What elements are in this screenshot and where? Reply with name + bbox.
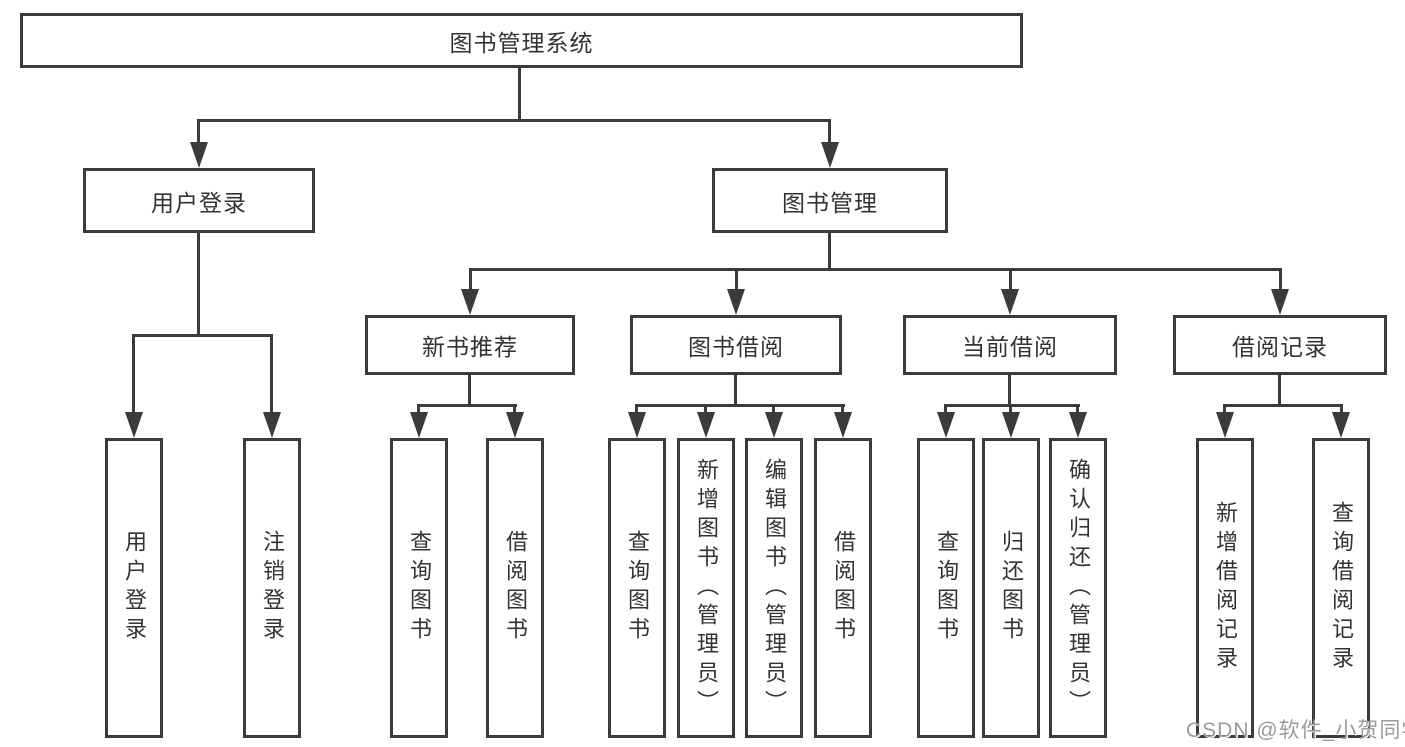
connector-line: [417, 404, 420, 416]
leaf-user-login: 用户登录: [105, 438, 163, 738]
arrow-down-icon: [190, 142, 208, 168]
node-label: 图书管理系统: [449, 29, 594, 56]
leaf-label: 归还图书: [999, 530, 1024, 646]
connector-line: [1076, 404, 1079, 416]
leaf-label: 注销登录: [260, 530, 285, 646]
connector-line: [1223, 404, 1343, 407]
connector-line: [772, 404, 775, 416]
node-book-borrowing: 图书借阅: [630, 315, 842, 375]
node-book-management: 图书管理: [712, 168, 948, 233]
node-new-book-recommendation: 新书推荐: [365, 315, 575, 375]
connector-line: [944, 404, 947, 416]
connector-line: [841, 404, 844, 416]
leaf-confirm-return-admin: 确认归还（管理员）: [1049, 438, 1107, 738]
node-borrowing-records: 借阅记录: [1173, 315, 1387, 375]
node-label: 新书推荐: [422, 334, 518, 360]
arrow-down-icon: [937, 412, 955, 438]
leaf-edit-books-admin: 编辑图书（管理员）: [745, 438, 803, 738]
connector-line: [1340, 404, 1343, 416]
node-label: 用户登录: [151, 189, 247, 216]
connector-line: [1009, 404, 1012, 416]
leaf-label: 新增借阅记录: [1213, 501, 1238, 675]
node-label: 图书管理: [782, 189, 878, 216]
node-current-borrowing: 当前借阅: [903, 315, 1117, 375]
arrow-down-icon: [410, 412, 428, 438]
node-user-login: 用户登录: [83, 168, 315, 233]
leaf-label: 新增图书（管理员）: [694, 457, 719, 719]
connector-line: [704, 404, 707, 416]
connector-line: [735, 268, 738, 292]
connector-line: [1223, 404, 1226, 416]
arrow-down-icon: [1332, 412, 1350, 438]
arrow-down-icon: [727, 289, 745, 315]
connector-line: [1008, 375, 1011, 407]
connector-line: [469, 268, 472, 292]
connector-line: [635, 404, 638, 416]
arrow-down-icon: [821, 142, 839, 168]
leaf-add-books-admin: 新增图书（管理员）: [677, 438, 735, 738]
arrow-down-icon: [834, 412, 852, 438]
arrow-down-icon: [697, 412, 715, 438]
arrow-down-icon: [125, 412, 143, 438]
arrow-down-icon: [263, 412, 281, 438]
leaf-add-borrow-record: 新增借阅记录: [1196, 438, 1254, 738]
connector-line: [132, 334, 135, 414]
arrow-down-icon: [1216, 412, 1234, 438]
node-label: 当前借阅: [962, 334, 1058, 360]
arrow-down-icon: [1069, 412, 1087, 438]
connector-line: [828, 233, 831, 271]
leaf-borrow-books: 借阅图书: [814, 438, 872, 738]
leaf-query-borrow-record: 查询借阅记录: [1312, 438, 1370, 738]
node-library-management-system: 图书管理系统: [20, 13, 1023, 68]
leaf-label: 查询图书: [625, 530, 650, 646]
leaf-query-books-borrowing: 查询图书: [608, 438, 666, 738]
connector-line: [635, 404, 845, 407]
leaf-label: 编辑图书（管理员）: [762, 457, 787, 719]
arrow-down-icon: [506, 412, 524, 438]
leaf-query-books-recommend: 查询图书: [390, 438, 448, 738]
connector-line: [734, 375, 737, 407]
node-label: 图书借阅: [688, 334, 784, 360]
connector-line: [270, 334, 273, 414]
leaf-label: 借阅图书: [831, 530, 856, 646]
connector-line: [1009, 268, 1012, 292]
arrow-down-icon: [765, 412, 783, 438]
leaf-borrow-books-recommend: 借阅图书: [486, 438, 544, 738]
arrow-down-icon: [1271, 289, 1289, 315]
connector-line: [513, 404, 516, 416]
connector-line: [469, 268, 1282, 271]
leaf-label: 确认归还（管理员）: [1066, 457, 1091, 719]
node-label: 借阅记录: [1232, 334, 1328, 360]
connector-line: [417, 404, 517, 407]
arrow-down-icon: [1001, 289, 1019, 315]
connector-line: [197, 119, 200, 145]
leaf-return-books: 归还图书: [982, 438, 1040, 738]
leaf-label: 借阅图书: [503, 530, 528, 646]
leaf-query-books-current: 查询图书: [917, 438, 975, 738]
connector-line: [468, 375, 471, 407]
arrow-down-icon: [461, 289, 479, 315]
connector-line: [1279, 268, 1282, 292]
connector-line: [828, 119, 831, 145]
leaf-label: 查询借阅记录: [1329, 501, 1354, 675]
leaf-label: 查询图书: [407, 530, 432, 646]
leaf-logout: 注销登录: [243, 438, 301, 738]
arrow-down-icon: [628, 412, 646, 438]
connector-line: [518, 68, 521, 121]
connector-line: [944, 404, 1080, 407]
connector-line: [198, 119, 831, 122]
connector-line: [132, 334, 273, 337]
arrow-down-icon: [1002, 412, 1020, 438]
leaf-label: 查询图书: [934, 530, 959, 646]
connector-line: [1278, 375, 1281, 407]
csdn-watermark: CSDN @软件_小贺同学: [1186, 719, 1405, 742]
leaf-label: 用户登录: [122, 530, 147, 646]
connector-line: [197, 233, 200, 337]
